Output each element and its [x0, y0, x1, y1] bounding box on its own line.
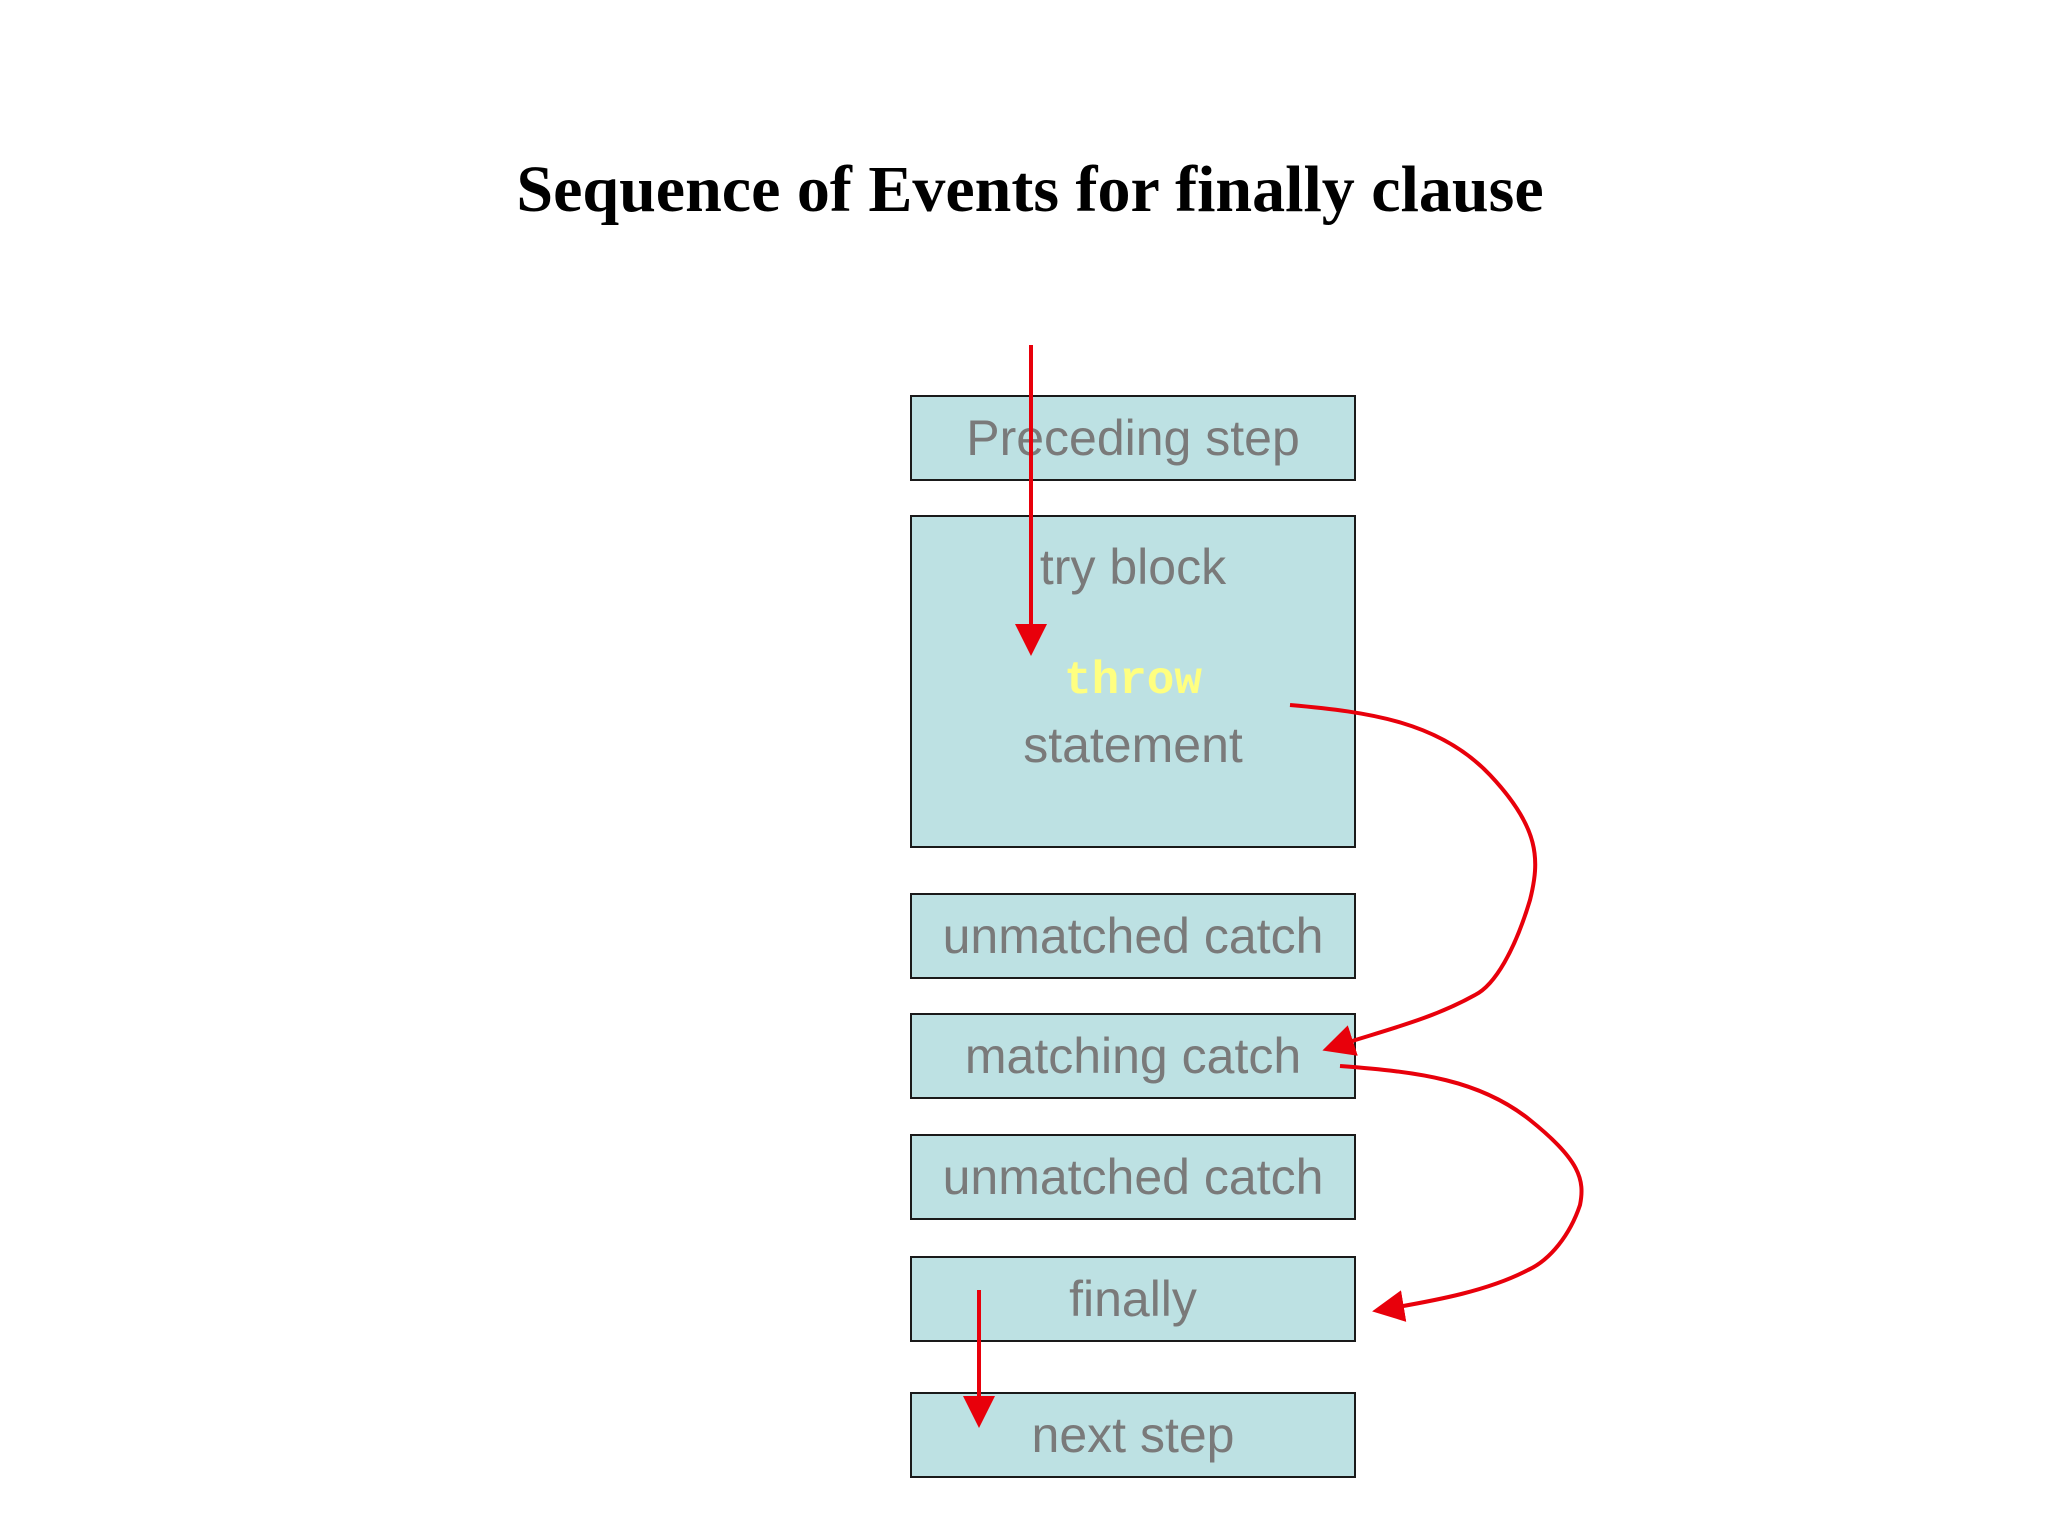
matching-catch-box: matching catch [910, 1013, 1356, 1099]
next-step-label: next step [1031, 1407, 1235, 1463]
statement-label: statement [1023, 717, 1243, 773]
throw-keyword: throw [1063, 655, 1203, 707]
slide-title: Sequence of Events for finally clause [516, 153, 1544, 226]
unmatched-catch-label-1: unmatched catch [942, 908, 1324, 964]
finally-box: finally [910, 1256, 1356, 1342]
matching-catch-label: matching catch [964, 1028, 1302, 1084]
try-block-box: try block throw statement [910, 515, 1356, 848]
try-block-label: try block [1039, 539, 1227, 595]
unmatched-catch-box-2: unmatched catch [910, 1134, 1356, 1220]
next-step-box: next step [910, 1392, 1356, 1478]
preceding-step-box: Preceding step [910, 395, 1356, 481]
unmatched-catch-box-1: unmatched catch [910, 893, 1356, 979]
preceding-step-label: Preceding step [966, 410, 1300, 466]
finally-label: finally [1069, 1271, 1197, 1327]
unmatched-catch-label-2: unmatched catch [942, 1149, 1324, 1205]
matching-catch-to-finally-arrow [1339, 1064, 1584, 1322]
